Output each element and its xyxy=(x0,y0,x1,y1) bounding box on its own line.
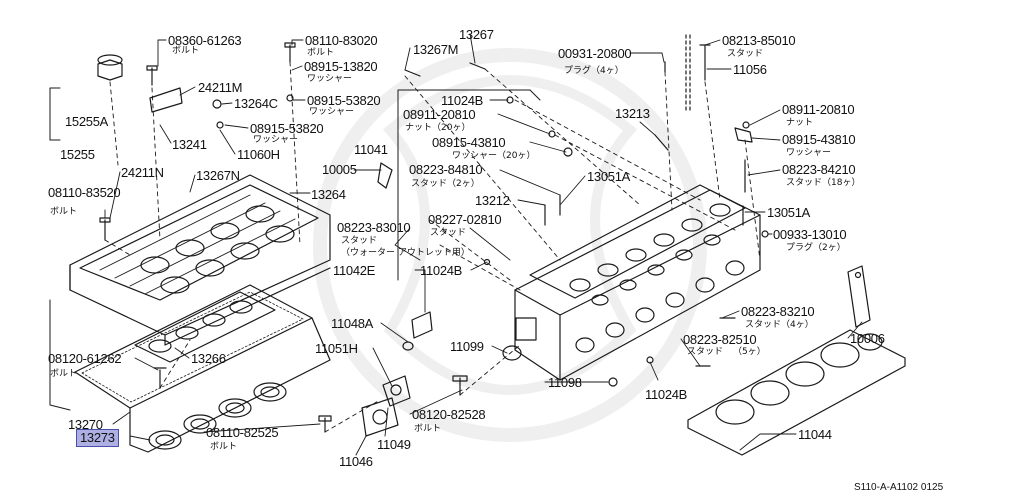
part-label-13051A-mid[interactable]: 13051A xyxy=(587,169,631,184)
part-note: ボルト xyxy=(50,369,78,379)
part-label-13264[interactable]: 13264 xyxy=(311,187,346,202)
part-note: ボルト xyxy=(172,46,200,56)
part-label-11024B-top[interactable]: 11024B xyxy=(441,93,484,108)
part-label-11056[interactable]: 11056 xyxy=(733,62,767,77)
projection-lines xyxy=(104,61,761,433)
part-label-10006[interactable]: 10006 xyxy=(850,331,885,346)
part-label-15255A[interactable]: 15255A xyxy=(65,114,109,129)
part-note: ナット（20ヶ） xyxy=(405,123,471,133)
part-note: ボルト xyxy=(414,424,442,434)
valve-cover-drawing[interactable] xyxy=(69,174,331,346)
part-label-08915-43810b[interactable]: 08915-43810 xyxy=(782,132,856,147)
part-label-15255[interactable]: 15255 xyxy=(60,147,95,162)
part-note: ワッシャー xyxy=(309,107,355,117)
part-label-13266[interactable]: 13266 xyxy=(191,351,226,366)
group-bracket-lines xyxy=(49,87,541,411)
part-label-11024B-low[interactable]: 11024B xyxy=(645,387,688,402)
part-label-08110-83520[interactable]: 08110-83520 xyxy=(48,185,121,200)
part-label-08227-02810[interactable]: 08227-02810 xyxy=(428,212,502,227)
part-label-10005[interactable]: 10005 xyxy=(322,162,357,177)
part-note: ボルト xyxy=(210,442,238,452)
part-label-13267M[interactable]: 13267M xyxy=(413,42,459,57)
part-label-13264C[interactable]: 13264C xyxy=(234,96,278,111)
part-note: スタッド xyxy=(341,236,378,246)
part-label-11048A[interactable]: 11048A xyxy=(331,316,374,331)
part-label-11098[interactable]: 11098 xyxy=(548,375,582,390)
part-label-13241[interactable]: 13241 xyxy=(172,137,207,152)
part-label-08223-84810[interactable]: 08223-84810 xyxy=(409,162,483,177)
part-note: スタッド（18ヶ） xyxy=(786,178,861,188)
part-label-08223-83210[interactable]: 08223-83210 xyxy=(741,304,815,319)
part-note: （ウォーター アウトレット用） xyxy=(341,248,470,258)
part-label-13051A-right[interactable]: 13051A xyxy=(767,205,811,220)
part-note: プラグ（2ヶ） xyxy=(786,243,846,253)
leader-lines xyxy=(104,33,863,456)
engine-hanger-bracket-drawing[interactable] xyxy=(847,265,871,328)
water-outlet-parts-drawing[interactable] xyxy=(361,311,522,437)
part-label-24211N[interactable]: 24211N xyxy=(121,165,164,180)
plug-seal-plate-drawing[interactable] xyxy=(134,291,276,363)
part-note: スタッド xyxy=(687,347,724,357)
part-label-13212[interactable]: 13212 xyxy=(475,193,510,208)
spark-plug-tube-seals-drawing[interactable] xyxy=(148,382,287,450)
part-label-08120-61262[interactable]: 08120-61262 xyxy=(48,351,122,366)
part-note: ボルト xyxy=(50,207,78,217)
part-label-08223-82510[interactable]: 08223-82510 xyxy=(683,332,757,347)
part-label-11041[interactable]: 11041 xyxy=(354,142,388,157)
part-note: ワッシャー（20ヶ） xyxy=(452,151,536,161)
part-note: ボルト xyxy=(307,48,335,58)
part-label-08915-43810a[interactable]: 08915-43810 xyxy=(432,135,506,150)
part-label-11044[interactable]: 11044 xyxy=(798,427,832,442)
highlighted-part-label[interactable]: 13273 xyxy=(76,429,119,447)
part-label-13213[interactable]: 13213 xyxy=(615,106,650,121)
part-label-08120-82528[interactable]: 08120-82528 xyxy=(412,407,486,422)
part-note: プラグ（4ヶ） xyxy=(564,66,624,76)
part-label-13270[interactable]: 13270 xyxy=(68,417,103,432)
part-note: スタッド（2ヶ） xyxy=(411,179,480,189)
part-note: ワッシャー xyxy=(786,148,832,158)
part-label-08223-84210[interactable]: 08223-84210 xyxy=(782,162,856,177)
part-label-11046[interactable]: 11046 xyxy=(339,454,373,469)
valve-cover-gasket-drawing[interactable] xyxy=(74,284,331,453)
part-label-08915-13820[interactable]: 08915-13820 xyxy=(304,59,378,74)
part-label-13267N[interactable]: 13267N xyxy=(196,168,240,183)
part-label-08213-85010[interactable]: 08213-85010 xyxy=(722,33,796,48)
part-label-11024B-mid[interactable]: 11024B xyxy=(420,263,463,278)
diagram-code: S110-A-A1102 0125 xyxy=(854,482,944,493)
part-label-11042E[interactable]: 11042E xyxy=(333,263,376,278)
part-label-08110-83020[interactable]: 08110-83020 xyxy=(305,33,378,48)
part-label-11099[interactable]: 11099 xyxy=(450,339,484,354)
part-note: ワッシャー xyxy=(307,74,353,84)
part-note: ワッシャー xyxy=(253,135,299,145)
part-note: スタッド xyxy=(727,49,764,59)
part-label-08360-61263[interactable]: 08360-61263 xyxy=(168,33,242,48)
head-gasket-drawing[interactable] xyxy=(687,329,906,456)
part-label-13267[interactable]: 13267 xyxy=(459,27,494,42)
part-label-08915-53820b[interactable]: 08915-53820 xyxy=(250,121,324,136)
part-label-11060H[interactable]: 11060H xyxy=(237,147,280,162)
part-label-11051H[interactable]: 11051H xyxy=(315,341,358,356)
part-label-24211M[interactable]: 24211M xyxy=(198,80,243,95)
cylinder-head-drawing[interactable] xyxy=(514,184,761,381)
part-label-08110-82525[interactable]: 08110-82525 xyxy=(206,425,279,440)
part-label-08911-20810a[interactable]: 08911-20810 xyxy=(403,107,476,122)
part-note: （5ヶ） xyxy=(733,347,766,357)
part-label-08911-20810b[interactable]: 08911-20810 xyxy=(782,102,855,117)
part-note: スタッド xyxy=(430,228,467,238)
part-label-08223-83010[interactable]: 08223-83010 xyxy=(337,220,411,235)
part-label-08915-53820a[interactable]: 08915-53820 xyxy=(307,93,381,108)
part-label-00933-13010[interactable]: 00933-13010 xyxy=(773,227,847,242)
part-note: スタッド（4ヶ） xyxy=(745,320,814,330)
part-label-11049[interactable]: 11049 xyxy=(377,437,411,452)
part-label-00931-20800[interactable]: 00931-20800 xyxy=(558,46,632,61)
part-note: ナット xyxy=(786,118,814,128)
